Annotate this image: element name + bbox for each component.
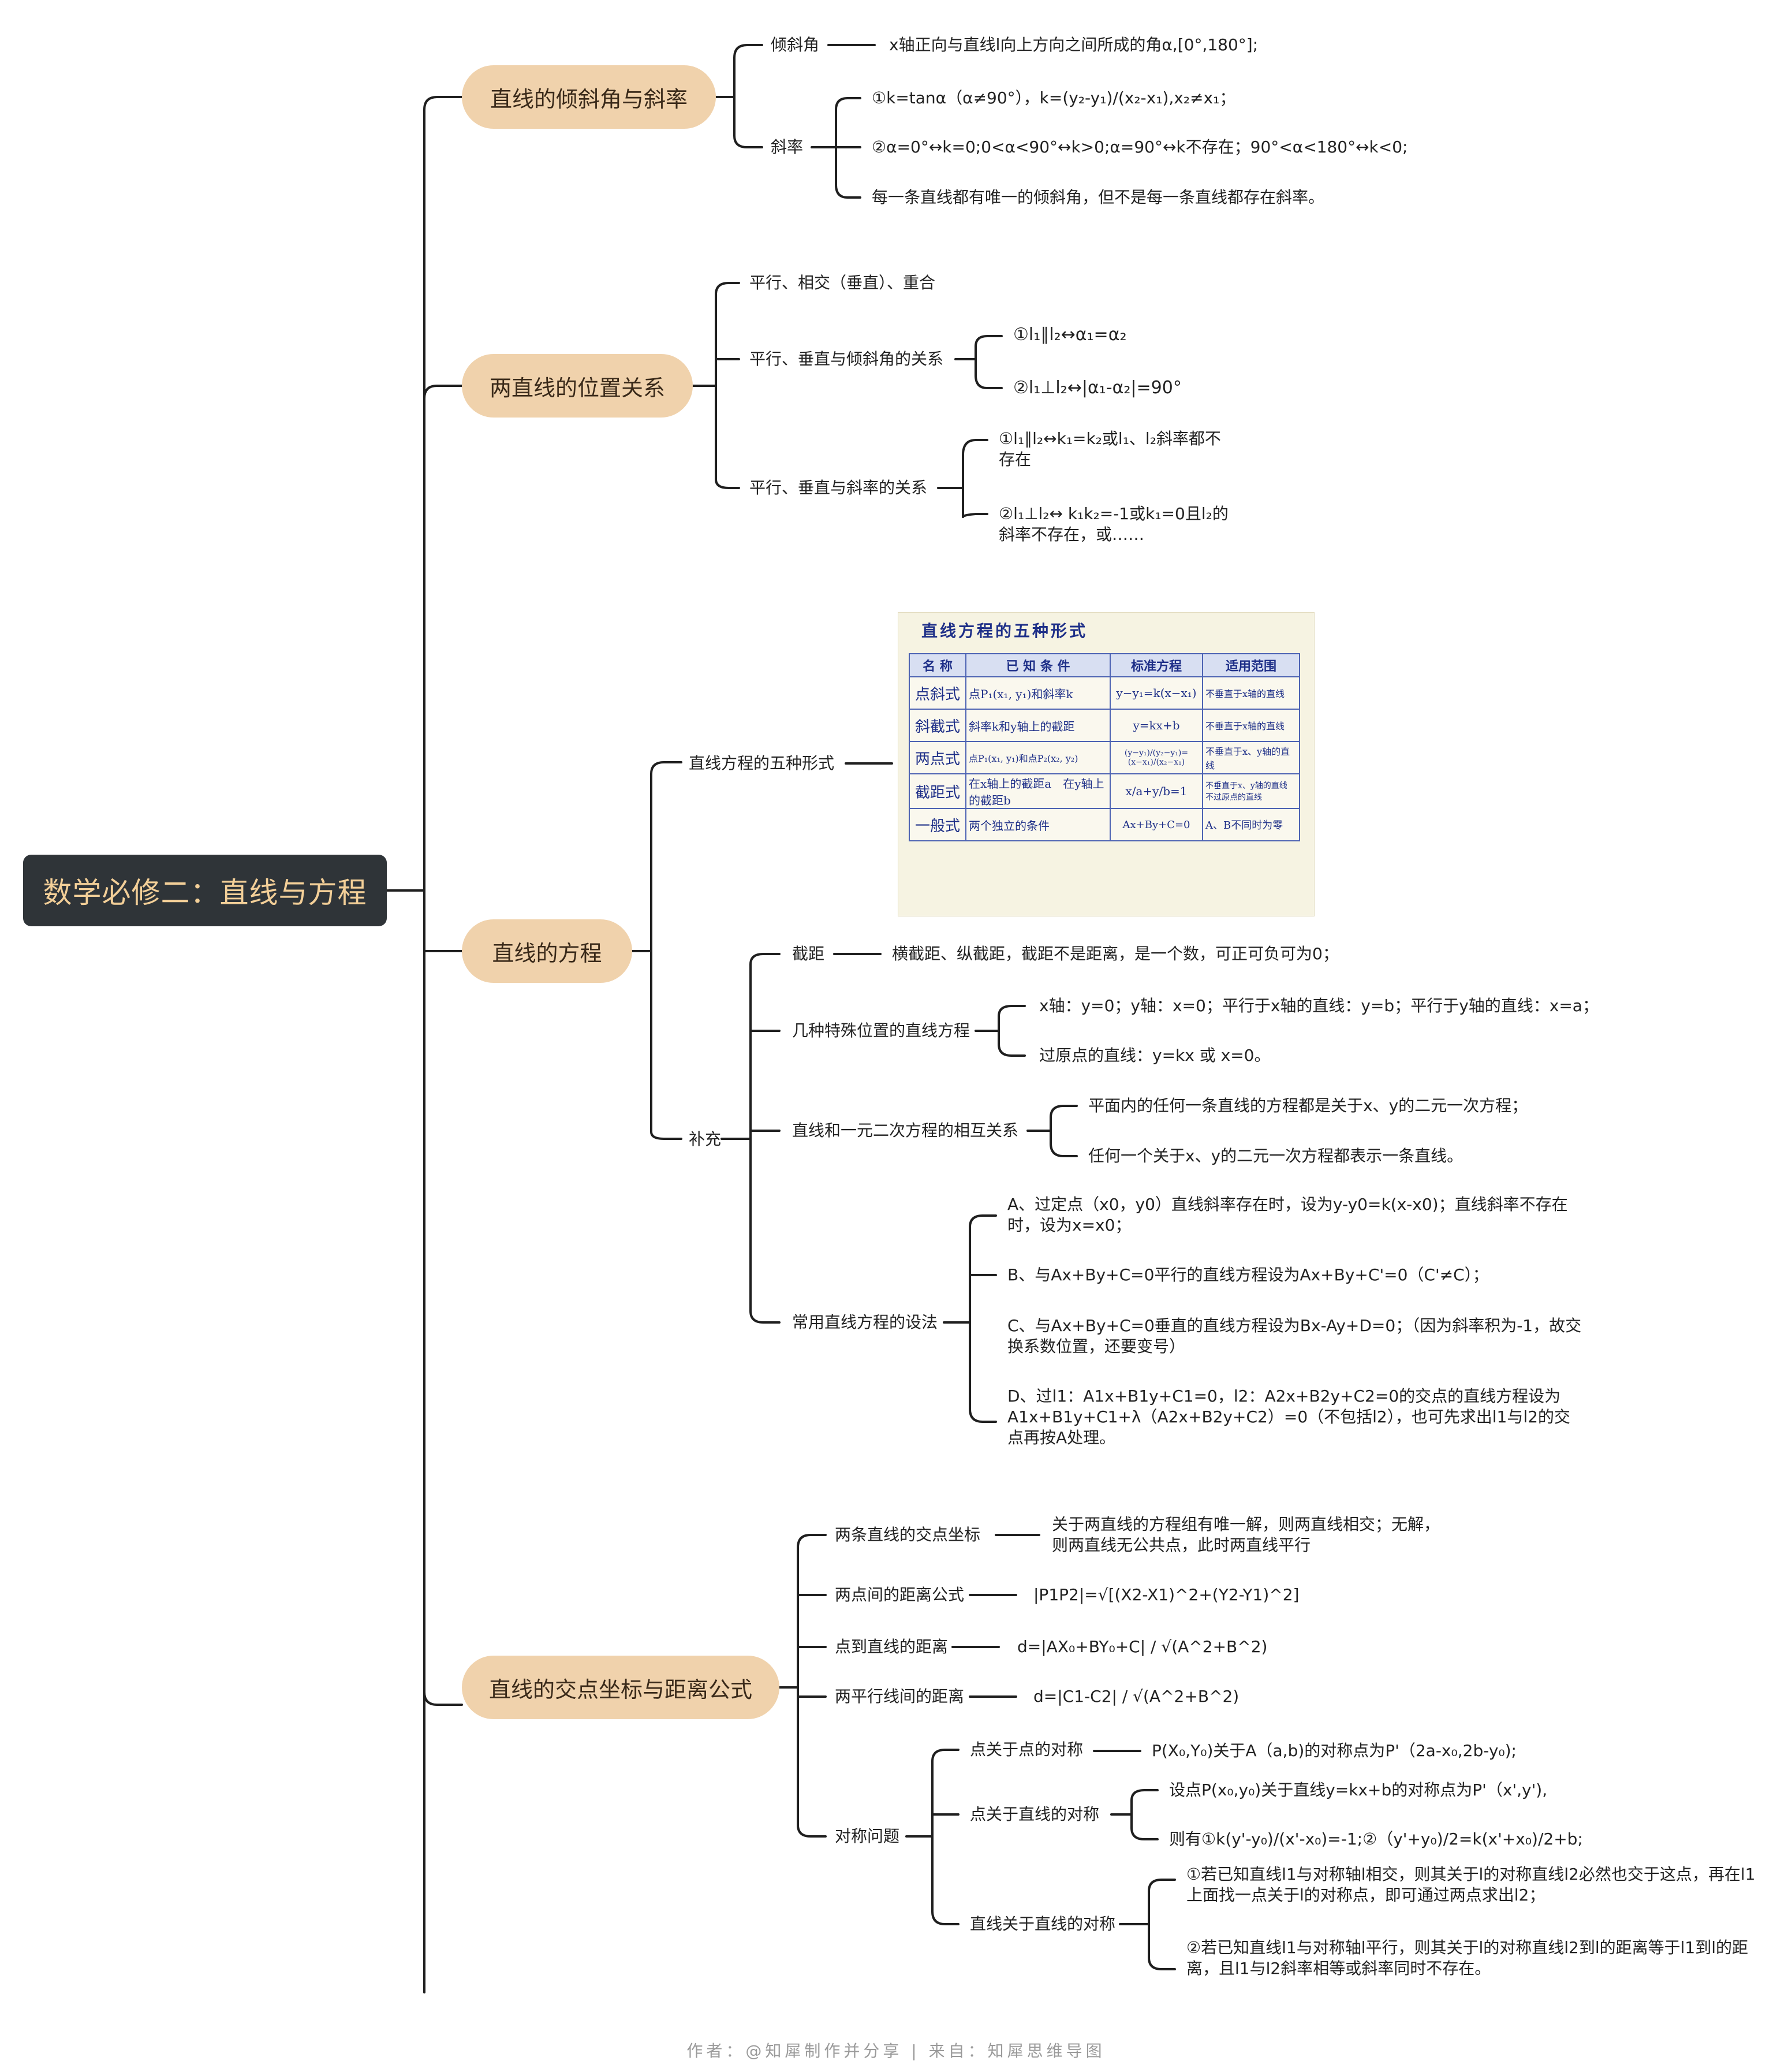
leaf-point-line-setup: 设点P(x₀,y₀)关于直线y=kx+b的对称点为P'（x',y'), [1169,1780,1548,1799]
node-line-line-symmetry[interactable]: 直线关于直线的对称 [970,1914,1116,1933]
table-header: 已 知 条 件 [965,653,1111,677]
table-cell: 两个独立的条件 [965,808,1111,841]
table-header: 名 称 [909,653,966,677]
node-point-line-symmetry[interactable]: 点关于直线的对称 [970,1805,1100,1824]
node-two-point-distance[interactable]: 两点间的距离公式 [835,1585,965,1604]
leaf-origin-line: 过原点的直线：y=kx 或 x=0。 [1039,1046,1271,1065]
table-row: 斜截式 斜率k和y轴上的截距 y=kx+b 不垂直于x轴的直线 [909,709,1300,742]
table-row: 两点式 点P₁(x₁, y₁)和点P₂(x₂, y₂) (y−y₁)/(y₂−y… [909,741,1300,774]
leaf-point-point-formula: P(X₀,Y₀)关于A（a,b)的对称点为P'（2a-x₀,2b-y₀); [1152,1741,1517,1760]
leaf-intersection-text: 关于两直线的方程组有唯一解，则两直线相交；无解，则两直线无公共点，此时两直线平行 [1052,1515,1440,1555]
root-topic[interactable]: 数学必修二：直线与方程 [23,855,387,926]
node-special-lines[interactable]: 几种特殊位置的直线方程 [792,1021,970,1040]
leaf-perpendicular-slope: ②l₁⊥l₂↔ k₁k₂=-1或k₁=0且l₂的斜率不存在，或…… [999,504,1229,544]
leaf-slope-note: 每一条直线都有唯一的倾斜角，但不是每一条直线都存在斜率。 [872,188,1325,207]
five-forms-table-image: 直线方程的五种形式 名 称 已 知 条 件 标准方程 适用范围 点斜式 点P₁(… [898,612,1315,916]
table-header: 适用范围 [1202,653,1300,677]
leaf-perpendicular-angle: ②l₁⊥l₂↔|α₁-α₂|=90° [1013,378,1182,398]
leaf-parallel-formula: d=|C1-C2| / √(A^2+B^2) [1033,1687,1240,1706]
leaf-line-line-parallel: ②若已知直线l1与对称轴l平行，则其关于l的对称直线l2到l的距离等于l1到l的… [1186,1938,1749,1978]
table-header-row: 名 称 已 知 条 件 标准方程 适用范围 [909,653,1300,677]
table-cell: 斜率k和y轴上的截距 [965,709,1111,742]
table-cell: 不垂直于x轴的直线 [1202,709,1300,742]
table-cell: 截距式 [909,773,966,809]
table-row: 点斜式 点P₁(x₁, y₁)和斜率k y−y₁=k(x−x₁) 不垂直于x轴的… [909,676,1300,710]
table-cell: 一般式 [909,808,966,841]
leaf-axis-lines: x轴：y=0；y轴：x=0；平行于x轴的直线：y=b；平行于y轴的直线：x=a； [1039,996,1599,1015]
leaf-form-a: A、过定点（x0，y0）直线斜率存在时，设为y-y0=k(x-x0)；直线斜率不… [1007,1195,1568,1235]
leaf-line-is-linear: 平面内的任何一条直线的方程都是关于x、y的二元一次方程； [1088,1096,1528,1115]
table-cell: 点斜式 [909,676,966,710]
node-slope[interactable]: 斜率 [771,137,804,156]
table-cell: y−y₁=k(x−x₁) [1110,676,1203,710]
table-cell: 在x轴上的截距a 在y轴上的截距b [965,773,1111,809]
table-cell: x/a+y/b=1 [1110,773,1203,809]
topic-line-equation[interactable]: 直线的方程 [462,919,632,983]
node-slope-relation[interactable]: 平行、垂直与斜率的关系 [749,478,928,497]
topic-line-positions[interactable]: 两直线的位置关系 [462,354,693,418]
leaf-slope-formula: ①k=tanα（α≠90°），k=(y₂-y₁)/(x₂-x₁),x₂≠x₁； [872,88,1236,107]
leaf-parallel-angle: ①l₁∥l₂↔α₁=α₂ [1013,325,1127,345]
node-common-forms[interactable]: 常用直线方程的设法 [792,1313,938,1332]
leaf-slope-angle-relation: ②α=0°↔k=0;0<α<90°↔k>0;α=90°↔k不存在；90°<α<1… [872,137,1408,156]
node-five-forms[interactable]: 直线方程的五种形式 [689,754,835,773]
table-cell: 不垂直于x轴的直线 [1202,676,1300,710]
node-symmetry[interactable]: 对称问题 [835,1827,900,1846]
table-cell: 不垂直于x、y轴的直线 [1202,741,1300,774]
leaf-point-line-equations: 则有①k(y'-y₀)/(x'-x₀)=-1;②（y'+y₀)/2=k(x'+x… [1169,1829,1583,1849]
table-row: 截距式 在x轴上的截距a 在y轴上的截距b x/a+y/b=1 不垂直于x、y轴… [909,773,1300,809]
node-intersection[interactable]: 两条直线的交点坐标 [835,1525,981,1544]
node-position-types[interactable]: 平行、相交（垂直）、重合 [749,273,936,292]
table-cell: (y−y₁)/(y₂−y₁)=(x−x₁)/(x₂−x₁) [1110,741,1203,774]
table-cell: y=kx+b [1110,709,1203,742]
table-cell: 两点式 [909,741,966,774]
leaf-form-c: C、与Ax+By+C=0垂直的直线方程设为Bx-Ay+D=0；（因为斜率积为-1… [1007,1316,1582,1356]
table-cell: A、B不同时为零 [1202,808,1300,841]
table-header: 标准方程 [1110,653,1203,677]
node-linear-equation-relation[interactable]: 直线和一元二次方程的相互关系 [792,1121,1019,1140]
topic-intersection-distance[interactable]: 直线的交点坐标与距离公式 [462,1656,779,1719]
node-parallel-distance[interactable]: 两平行线间的距离 [835,1687,965,1706]
node-intercept[interactable]: 截距 [792,944,825,963]
leaf-intercept-definition: 横截距、纵截距，截距不是距离，是一个数，可正可负可为0； [892,944,1339,963]
table-cell: Ax+By+C=0 [1110,808,1203,841]
leaf-parallel-slope: ①l₁∥l₂↔k₁=k₂或l₁、l₂斜率都不存在 [999,429,1221,469]
table-cell: 斜截式 [909,709,966,742]
node-inclination-angle[interactable]: 倾斜角 [771,35,820,54]
leaf-form-b: B、与Ax+By+C=0平行的直线方程设为Ax+By+C'=0（C'≠C）； [1007,1265,1489,1284]
footer-credit: 作者：@知犀制作并分享 | 来自：知犀思维导图 [686,2041,1106,2060]
topic-inclination-slope[interactable]: 直线的倾斜角与斜率 [462,65,716,129]
five-forms-table: 名 称 已 知 条 件 标准方程 适用范围 点斜式 点P₁(x₁, y₁)和斜率… [909,653,1300,841]
leaf-point-line-formula: d=|AX₀+BY₀+C| / √(A^2+B^2) [1017,1637,1268,1656]
leaf-two-point-formula: |P1P2|=√[(X2-X1)^2+(Y2-Y1)^2] [1033,1585,1300,1604]
table-row: 一般式 两个独立的条件 Ax+By+C=0 A、B不同时为零 [909,808,1300,841]
leaf-form-d: D、过l1：A1x+B1y+C1=0，l2：A2x+B2y+C2=0的交点的直线… [1007,1387,1570,1447]
node-point-point-symmetry[interactable]: 点关于点的对称 [970,1740,1084,1759]
node-angle-relation[interactable]: 平行、垂直与倾斜角的关系 [749,349,944,368]
leaf-linear-is-line: 任何一个关于x、y的二元一次方程都表示一条直线。 [1088,1146,1464,1165]
table-cell: 不垂直于x、y轴的直线 不过原点的直线 [1202,773,1300,809]
node-point-line-distance[interactable]: 点到直线的距离 [835,1637,949,1656]
table-cell: 点P₁(x₁, y₁)和斜率k [965,676,1111,710]
node-supplement[interactable]: 补充 [689,1130,722,1149]
leaf-line-line-intersect: ①若已知直线l1与对称轴l相交，则其关于l的对称直线l2必然也交于这点，再在l1… [1186,1865,1756,1905]
leaf-inclination-definition: x轴正向与直线l向上方向之间所成的角α,[0°,180°]; [889,35,1259,54]
five-forms-table-title: 直线方程的五种形式 [921,621,1088,640]
table-cell: 点P₁(x₁, y₁)和点P₂(x₂, y₂) [965,741,1111,774]
